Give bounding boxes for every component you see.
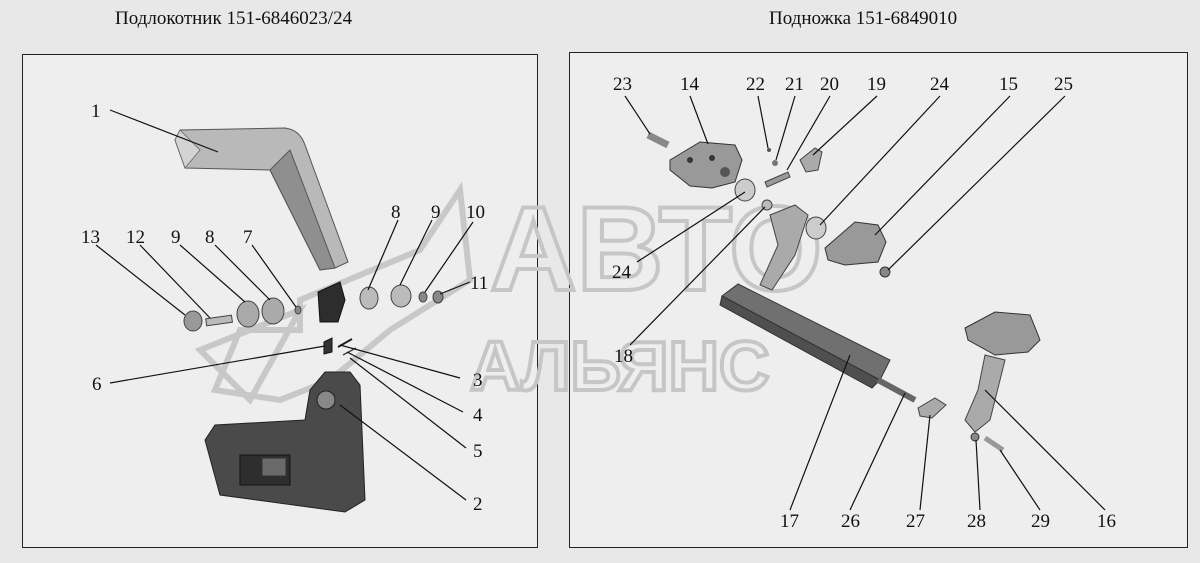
label-footrest-20: 20 (820, 74, 839, 95)
label-armrest-9a: 9 (171, 227, 181, 248)
footrest-panel (569, 52, 1188, 548)
label-footrest-16: 16 (1097, 511, 1116, 532)
footrest-small-parts-bottom (917, 397, 1005, 453)
label-footrest-14: 14 (680, 74, 700, 95)
footrest-title: Подножка 151-6849010 (769, 8, 958, 29)
label-footrest-24a: 24 (930, 74, 950, 95)
label-armrest-6: 6 (92, 374, 102, 395)
label-footrest-23: 23 (613, 74, 632, 95)
armrest-callouts: 1 13 12 9 8 7 8 9 10 11 6 3 4 5 2 (81, 101, 488, 515)
label-footrest-17: 17 (780, 511, 799, 532)
label-footrest-29: 29 (1031, 511, 1050, 532)
label-footrest-22: 22 (746, 74, 765, 95)
label-armrest-10: 10 (466, 202, 485, 223)
armrest-hinge-assembly (317, 281, 346, 355)
footrest-part-23-bolt (646, 131, 670, 149)
label-armrest-12: 12 (126, 227, 145, 248)
label-armrest-8b: 8 (391, 202, 401, 223)
footrest-callouts: 23 14 22 21 20 19 24 15 25 24 18 17 26 2… (612, 74, 1116, 532)
footrest-small-parts-top (734, 147, 827, 240)
label-armrest-8a: 8 (205, 227, 215, 248)
label-armrest-1: 1 (91, 101, 101, 122)
label-armrest-3: 3 (473, 370, 483, 391)
label-armrest-9b: 9 (431, 202, 441, 223)
label-armrest-2: 2 (473, 494, 483, 515)
label-footrest-26: 26 (841, 511, 860, 532)
watermark-line2: АЛЬЯНС (470, 327, 770, 405)
footrest-part-16-hinge (964, 311, 1041, 433)
label-footrest-25: 25 (1054, 74, 1073, 95)
label-armrest-5: 5 (473, 441, 483, 462)
label-footrest-21: 21 (785, 74, 804, 95)
label-footrest-24b: 24 (612, 262, 632, 283)
armrest-part-2-bracket (204, 371, 366, 513)
label-footrest-28: 28 (967, 511, 986, 532)
label-armrest-11: 11 (470, 273, 488, 294)
label-footrest-18: 18 (614, 346, 633, 367)
label-footrest-15: 15 (999, 74, 1018, 95)
footrest-part-17-tube (719, 283, 917, 403)
label-footrest-27: 27 (906, 511, 925, 532)
footrest-part-14-hinge-left (669, 141, 743, 189)
footrest-part-15-hinge-right (824, 221, 891, 278)
armrest-part-1-arm (174, 127, 349, 271)
label-armrest-13: 13 (81, 227, 100, 248)
armrest-washers (183, 284, 444, 356)
label-armrest-4: 4 (473, 405, 483, 426)
label-armrest-7: 7 (243, 227, 253, 248)
footrest-part-18-lever (759, 204, 809, 291)
armrest-title: Подлокотник 151-6846023/24 (115, 8, 353, 29)
label-footrest-19: 19 (867, 74, 886, 95)
